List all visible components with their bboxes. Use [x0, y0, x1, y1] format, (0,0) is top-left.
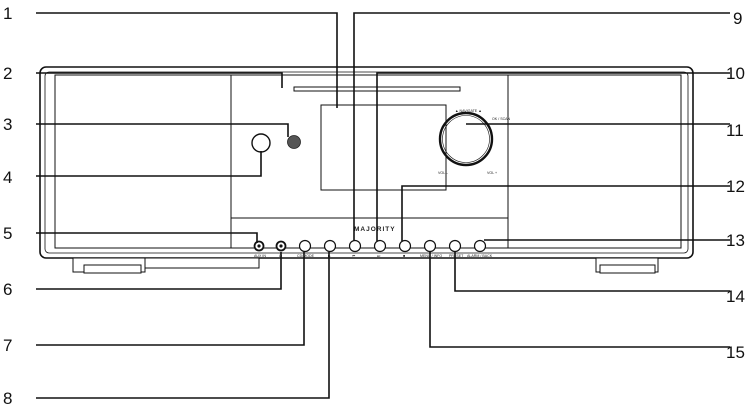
leader-2 — [36, 72, 283, 88]
leader-9 — [353, 12, 730, 241]
cd-mode-button[interactable] — [298, 239, 312, 253]
callout-3: 3 — [3, 115, 12, 134]
cd-mode-label: CD/MODE — [297, 254, 315, 258]
callout-6: 6 — [3, 280, 12, 299]
brand-logo: MAJORITY — [354, 226, 396, 233]
leader-14 — [454, 252, 730, 292]
callout-5: 5 — [3, 224, 12, 243]
knob-inner-ring — [442, 115, 490, 163]
left-foot-rail — [144, 257, 260, 269]
leader-10 — [376, 72, 730, 241]
next-button[interactable] — [373, 239, 387, 253]
callout-10: 10 — [726, 64, 745, 83]
leader-12 — [401, 185, 730, 241]
aux-in-label: AUX IN — [254, 254, 266, 258]
menu-info-label: MENU / INFO — [420, 254, 442, 258]
leader-15 — [429, 252, 730, 348]
callout-1: 1 — [3, 4, 12, 23]
outer-cabinet — [39, 66, 694, 259]
leader-1 — [36, 12, 338, 108]
stop-button[interactable] — [398, 239, 412, 253]
navigate-label: ▲ NAVIGATE ▲ — [455, 109, 482, 113]
callout-13: 13 — [726, 231, 745, 250]
leader-8 — [36, 252, 330, 399]
leader-5 — [36, 232, 258, 243]
headphone-jack-core — [279, 244, 283, 248]
device-body — [39, 66, 694, 259]
callout-14: 14 — [726, 287, 745, 306]
callout-4: 4 — [3, 168, 12, 187]
left-speaker-grille — [54, 74, 232, 249]
left-foot-base — [83, 264, 142, 274]
leader-6 — [36, 252, 282, 290]
ok-scan-label: OK / SCAN — [492, 117, 511, 121]
play-pause-label: ▶ — [328, 254, 332, 258]
navigate-volume-knob[interactable] — [438, 111, 494, 167]
vol-plus-label: VOL + — [487, 171, 497, 175]
callout-9: 9 — [733, 9, 742, 28]
front-buttons — [253, 239, 487, 253]
callout-8: 8 — [3, 389, 12, 408]
alarm-back-label: ALARM / BACK — [467, 254, 493, 258]
alarm-back-button[interactable] — [473, 239, 487, 253]
callout-12: 12 — [726, 177, 745, 196]
callout-7: 7 — [3, 336, 12, 355]
leader-7 — [36, 252, 305, 346]
preset-button[interactable] — [448, 239, 462, 253]
leader-lines — [36, 12, 730, 399]
right-foot-base — [599, 264, 656, 274]
power-button[interactable] — [251, 133, 271, 153]
prev-button[interactable] — [348, 239, 362, 253]
device-feet — [72, 257, 659, 274]
right-speaker-grille — [507, 74, 682, 249]
menu-info-button[interactable] — [423, 239, 437, 253]
aux-in-jack-core — [257, 244, 261, 248]
callout-11: 11 — [726, 121, 744, 140]
lcd-display — [320, 104, 447, 191]
inner-cabinet — [44, 71, 689, 254]
callout-15: 15 — [726, 343, 745, 362]
leader-3 — [36, 123, 289, 137]
callout-2: 2 — [3, 64, 12, 83]
stop-label: ■ — [403, 254, 405, 258]
callout-numbers: 1 2 3 4 5 6 7 8 9 10 11 12 13 14 15 — [3, 4, 745, 408]
control-panel — [230, 74, 509, 249]
prev-label: ⏮ — [352, 254, 356, 258]
next-label: ⏭ — [377, 254, 381, 258]
vol-minus-label: VOL – — [438, 171, 448, 175]
ir-sensor — [287, 135, 301, 149]
preset-label: PRESET — [449, 254, 464, 258]
play-pause-button[interactable] — [323, 239, 337, 253]
leader-4 — [36, 151, 262, 177]
